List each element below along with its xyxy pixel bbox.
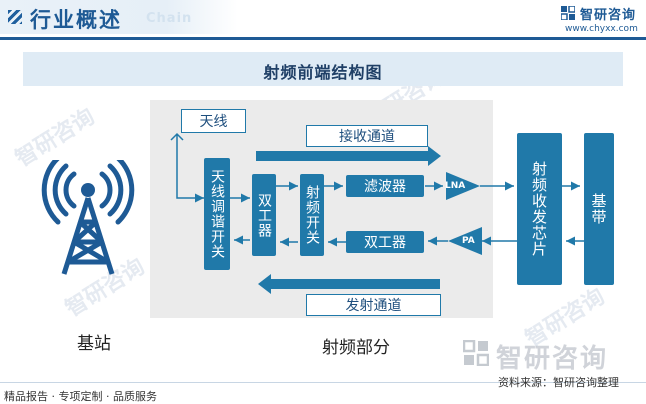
brand-logo-icon: [561, 6, 575, 20]
watermark-brand-large: 智研咨询: [496, 344, 609, 374]
filter-block: 滤波器: [346, 175, 424, 197]
rf-switch-block: 射频开关: [300, 174, 324, 256]
antenna-tuning-switch-block: 天线调谐开关: [204, 158, 230, 270]
duplexer-vertical-label: 双工器: [256, 192, 272, 238]
rf-section-label: 射频部分: [322, 338, 390, 358]
lna-label: LNA: [445, 181, 466, 191]
pa-label: PA: [462, 236, 475, 246]
base-station-label: 基站: [77, 334, 111, 354]
watermark-logo-icon: [463, 340, 489, 366]
baseband-label: 基带: [589, 193, 608, 225]
footer-divider: [0, 382, 646, 383]
diagram-title-band: 射频前端结构图: [23, 52, 623, 86]
rf-transceiver-chip-block: 射频收发芯片: [517, 133, 562, 285]
rf-transceiver-chip-label: 射频收发芯片: [530, 161, 548, 257]
antenna-label: 天线: [181, 109, 246, 133]
header-stripe-icon: [8, 10, 22, 24]
footer-source: 资料来源：智研咨询整理: [498, 376, 619, 389]
antenna-tuning-switch-label: 天线调谐开关: [209, 169, 225, 259]
header-background: [0, 0, 238, 34]
duplexer-horizontal-block: 双工器: [346, 231, 424, 253]
brand-url: www.chyxx.com: [565, 24, 638, 34]
filter-label: 滤波器: [364, 179, 406, 195]
page-subtitle: Chain: [146, 11, 193, 26]
duplexer-horizontal-label: 双工器: [364, 235, 406, 251]
diagram-title: 射频前端结构图: [263, 63, 383, 82]
header-divider: [0, 37, 646, 40]
page-title: 行业概述: [30, 8, 122, 32]
rf-switch-label: 射频开关: [304, 185, 320, 245]
base-station-tower-icon: [41, 160, 135, 275]
duplexer-vertical-block: 双工器: [252, 174, 276, 256]
transmit-channel-label: 发射通道: [306, 294, 441, 316]
footer-slogan: 精品报告 · 专项定制 · 品质服务: [4, 390, 157, 403]
baseband-block: 基带: [584, 133, 614, 285]
brand-name: 智研咨询: [580, 8, 637, 23]
receive-channel-label: 接收通道: [306, 125, 428, 147]
